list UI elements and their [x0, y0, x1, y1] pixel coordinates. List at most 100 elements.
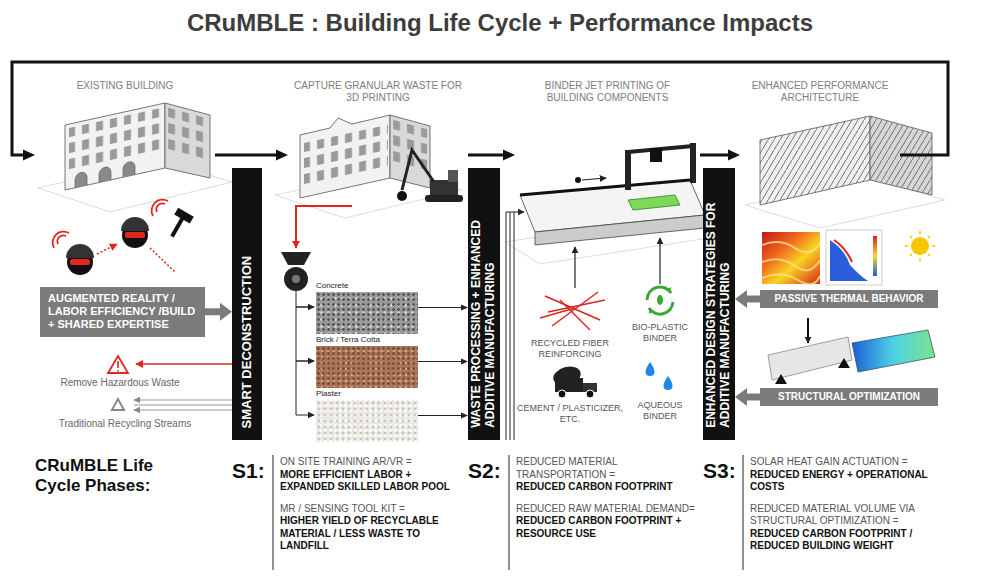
box-label: STRUCTURAL OPTIMIZATION — [768, 391, 930, 403]
material-swatch — [316, 400, 418, 442]
illustration-part — [134, 410, 232, 411]
illustration-part — [300, 115, 390, 198]
illustration-part — [852, 330, 935, 372]
impact-driver: REDUCED MATERIAL TRANSPORTATION = — [516, 456, 701, 481]
illustration-part — [97, 244, 117, 254]
illustration-part — [53, 232, 69, 248]
callout-box: STRUCTURAL OPTIMIZATION — [760, 388, 938, 406]
phase-band: SMART DECONSTRUCTION — [232, 168, 262, 440]
illustration-part — [165, 103, 210, 178]
connector-line — [700, 154, 729, 157]
icon-label: Remove Hazardous Waste — [40, 377, 200, 389]
band-text-holder: ENHANCED DESIGN STRATEGIES FOR ADDITIVE … — [705, 168, 733, 440]
illustration-part — [121, 217, 149, 231]
impact-driver: REDUCED MATERIAL VOLUME VIA STRUCTURAL O… — [750, 503, 938, 528]
illustration-part — [657, 295, 663, 305]
band-label: WASTE PROCESSING + ENHANCED ADDITIVE MAN… — [470, 180, 498, 428]
illustration-part — [575, 177, 581, 183]
arrow-head — [461, 359, 468, 365]
illustration-part — [304, 125, 388, 187]
arrow-head — [735, 388, 747, 406]
illustration-part — [168, 108, 208, 165]
illustration-part — [168, 108, 208, 165]
illustration-part — [164, 208, 194, 241]
connector-arrow — [700, 150, 740, 161]
illustration-part — [540, 292, 605, 330]
material-sample: Plaster — [316, 389, 418, 442]
illustration-part — [762, 242, 820, 284]
illustration-part — [108, 356, 128, 373]
illustration-part — [75, 161, 135, 188]
connector-line — [215, 154, 277, 157]
connector-arrow — [418, 305, 468, 311]
illustration-part — [775, 374, 787, 384]
illustration-part — [919, 231, 921, 234]
illustration-part — [448, 170, 458, 182]
callout-box: PASSIVE THERMAL BEHAVIOR — [760, 290, 938, 308]
connector-arrow — [735, 290, 760, 308]
arrow-head — [276, 150, 288, 161]
illustration-part — [273, 455, 274, 570]
stage-panel: CAPTURE GRANULAR WASTE FOR 3D PRINTING — [288, 76, 468, 206]
stage-heading: BINDER JET PRINTING OF BUILDING COMPONEN… — [533, 80, 683, 104]
illustration-part — [284, 267, 308, 291]
phase-band: WASTE PROCESSING + ENHANCED ADDITIVE MAN… — [468, 168, 500, 440]
connector-line — [418, 307, 462, 308]
phase-band: ENHANCED DESIGN STRATEGIES FOR ADDITIVE … — [703, 168, 735, 440]
illustration-part — [134, 400, 232, 401]
illustration-part — [911, 237, 929, 255]
illustration-part — [134, 405, 232, 406]
stage-heading: ENHANCED PERFORMANCE ARCHITECTURE — [748, 80, 893, 104]
illustration-part — [558, 390, 566, 398]
input-label: RECYCLED FIBER REINFORCING — [515, 338, 625, 360]
illustration-part — [574, 247, 575, 288]
existing-building — [65, 103, 210, 190]
band-text-holder: SMART DECONSTRUCTION — [240, 168, 255, 440]
illustration-part — [514, 212, 515, 440]
deconstructed-building — [300, 115, 463, 202]
illustration-part — [834, 240, 852, 262]
illustration-part — [296, 307, 314, 308]
illustration-part — [296, 361, 314, 362]
illustration-part — [628, 195, 680, 210]
material-sample: Concrete — [316, 281, 418, 334]
material-sample: Brick / Terra Cotta — [316, 335, 418, 388]
illustration-part — [838, 358, 850, 368]
illustration-part — [743, 455, 744, 570]
illustration-part — [807, 318, 809, 343]
material-label: Brick / Terra Cotta — [316, 335, 418, 345]
connector-line — [468, 154, 504, 157]
illustration-part — [560, 300, 590, 330]
illustration-part — [390, 115, 430, 188]
illustration-part — [535, 215, 705, 245]
illustration-part — [112, 399, 124, 410]
ar-workers — [53, 200, 194, 275]
illustration-part — [582, 178, 606, 180]
illustration-part — [292, 275, 300, 283]
connector-arrow — [418, 359, 468, 365]
illustration-part — [430, 180, 458, 195]
illustration-part — [826, 230, 882, 285]
illustration-part — [690, 143, 696, 183]
illustration-part — [65, 103, 165, 190]
connector-arrow — [12, 62, 948, 161]
phase-number: S3: — [703, 458, 743, 483]
connector-line — [746, 296, 760, 303]
illustration-part — [910, 236, 912, 238]
illustration-part — [117, 370, 119, 372]
illustration-part — [402, 150, 434, 190]
illustration-part — [919, 258, 921, 261]
illustration-part — [152, 200, 168, 216]
material-inputs — [540, 238, 673, 398]
illustration-part — [932, 245, 935, 247]
stage-panel: EXISTING BUILDING — [35, 76, 215, 206]
phase-number: S2: — [468, 458, 508, 483]
illustration-part — [650, 148, 662, 162]
impact-driver: REDUCED RAW MATERIAL DEMAND= — [516, 503, 701, 516]
input-label: AQUEOUS BINDER — [620, 400, 700, 422]
arrow-head — [728, 150, 740, 161]
illustration-part — [928, 254, 930, 256]
impact-result: REDUCED CARBON FOOTPRINT — [516, 481, 701, 494]
connector-arrow — [735, 388, 760, 406]
phase-column: ON SITE TRAINING AR/VR =MORE EFFICIENT L… — [280, 456, 465, 553]
